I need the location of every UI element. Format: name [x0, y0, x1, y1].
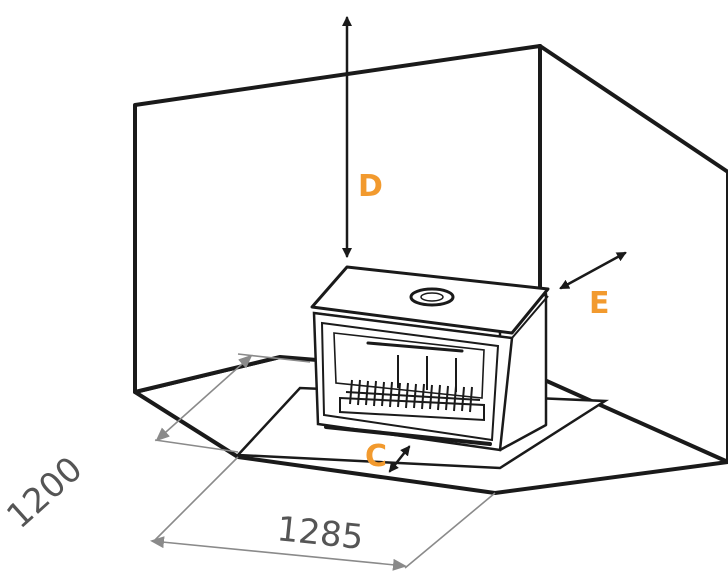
clearance-e-arrow: [559, 251, 627, 290]
clearance-c-arrow: [388, 445, 411, 473]
dimension-width-label: 1285: [275, 509, 365, 558]
label-c: C: [365, 439, 387, 474]
depth-dimension: [154, 353, 311, 453]
dimension-depth-label: 1200: [0, 449, 90, 537]
label-e: E: [589, 286, 610, 321]
label-d: D: [358, 169, 383, 204]
stove: [310, 265, 550, 452]
width-dimension: [150, 456, 496, 571]
